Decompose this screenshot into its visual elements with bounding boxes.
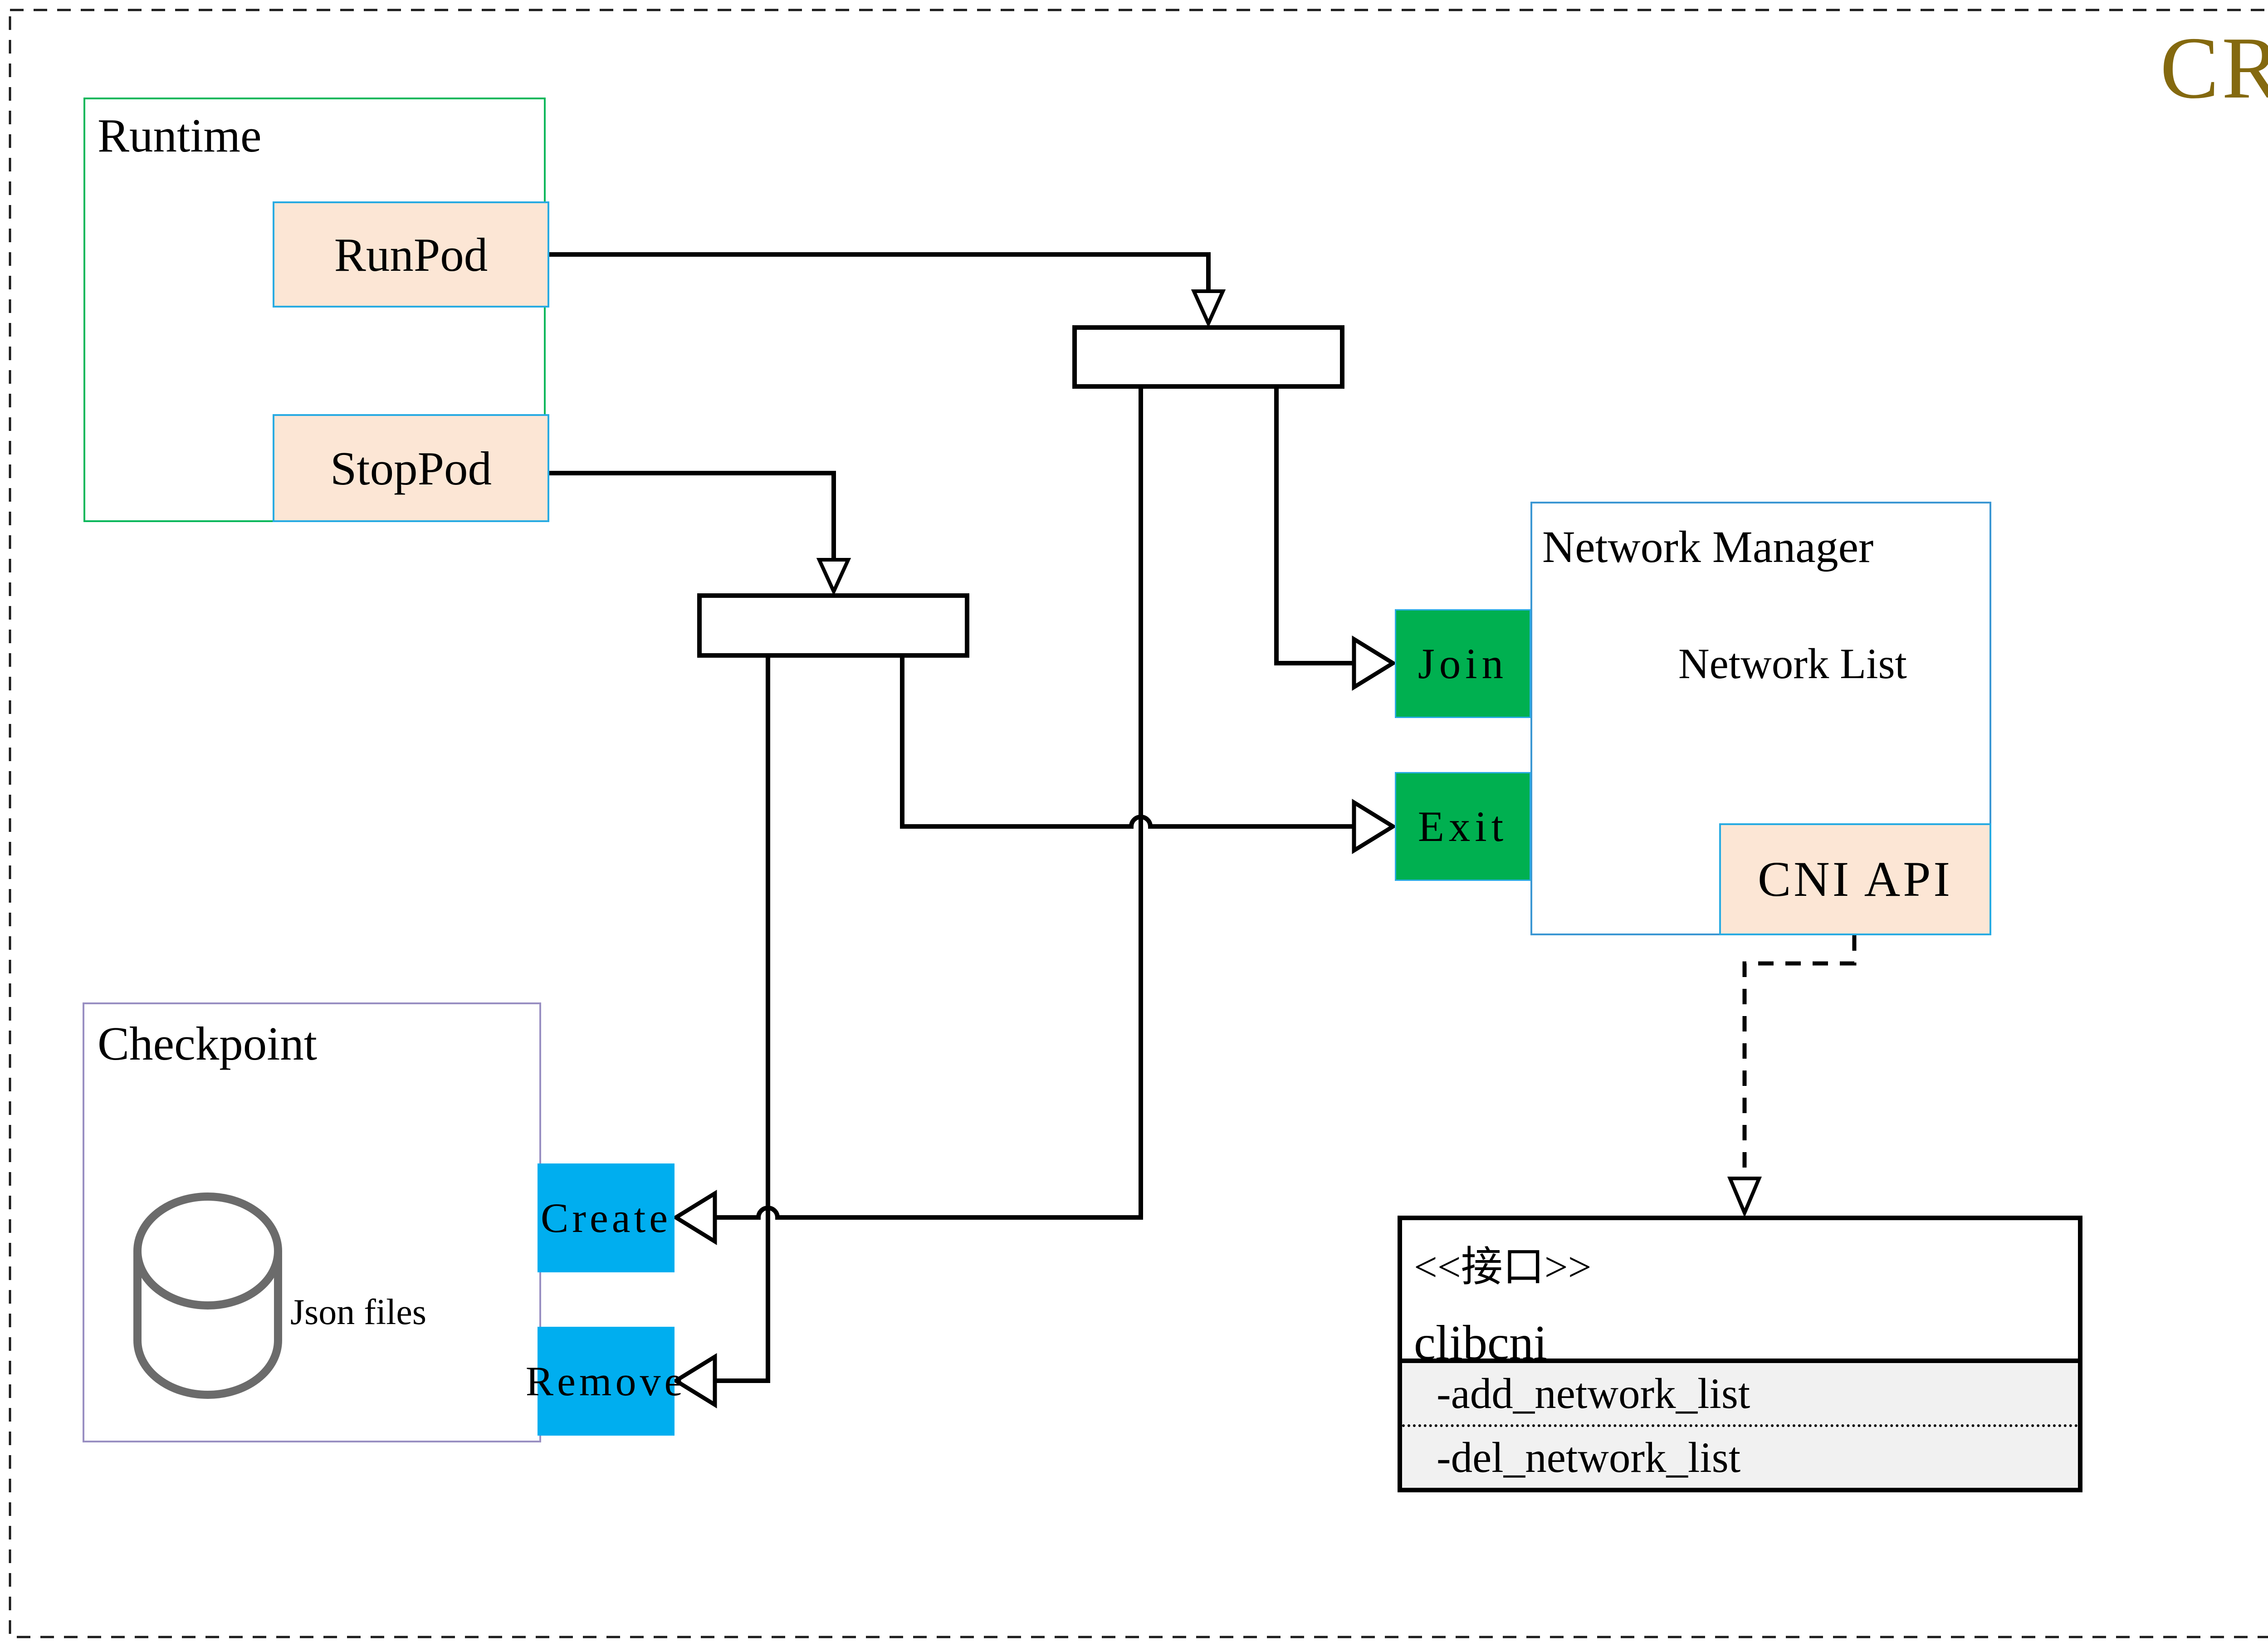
page-dashed-border xyxy=(9,9,2268,1638)
runpod-connector-line xyxy=(549,252,1211,291)
stoppod-connector-line xyxy=(549,471,836,560)
clibcni-method-del: -del_network_list xyxy=(1437,1433,1741,1481)
remove-connector-line xyxy=(715,657,770,1383)
create-label: Create xyxy=(540,1195,672,1241)
clibcni-name: clibcni xyxy=(1414,1316,1547,1370)
cni-api-box: CNI API xyxy=(1719,823,1991,935)
exit-button: Exit xyxy=(1395,772,1531,881)
cni-dependency-dashed-line xyxy=(1742,935,1857,1178)
stoppod-open-arrowhead-icon xyxy=(816,558,851,596)
json-files-database-top-icon xyxy=(133,1192,282,1310)
runpod-open-arrowhead-icon xyxy=(1191,289,1226,328)
remove-label: Remove xyxy=(525,1358,687,1404)
stoppod-label: StopPod xyxy=(330,441,492,495)
cni-api-label: CNI API xyxy=(1757,851,1953,907)
create-hollow-arrowhead-icon xyxy=(672,1189,717,1246)
runtime-label: Runtime xyxy=(98,109,262,162)
runpod-button: RunPod xyxy=(273,201,549,308)
remove-button: Remove xyxy=(526,1327,683,1436)
exit-connector-line xyxy=(900,657,1354,829)
clibcni-methods-section: -add_network_list -del_network_list xyxy=(1402,1363,2078,1488)
create-button: Create xyxy=(538,1163,675,1272)
runpod-label: RunPod xyxy=(334,228,488,281)
checkpoint-label: Checkpoint xyxy=(98,1017,318,1070)
create-connector-line xyxy=(715,389,1143,1220)
network-list-label: Network List xyxy=(1678,640,1907,688)
json-files-label: Json files xyxy=(290,1292,426,1332)
diagram-title: CRI xyxy=(2160,19,2268,117)
remove-hollow-arrowhead-icon xyxy=(672,1353,717,1409)
exit-hollow-arrowhead-icon xyxy=(1352,798,1397,855)
join-hollow-arrowhead-icon xyxy=(1352,635,1397,691)
clibcni-header: <<接口>> clibcni xyxy=(1402,1220,2078,1370)
clibcni-method-add: -add_network_list xyxy=(1402,1363,2078,1427)
exit-label: Exit xyxy=(1418,802,1508,850)
hub-box-top xyxy=(1072,325,1344,389)
join-button: Join xyxy=(1395,609,1531,718)
cni-dependency-arrowhead-icon xyxy=(1727,1177,1762,1218)
join-connector-line xyxy=(1274,389,1354,665)
stoppod-button: StopPod xyxy=(273,414,549,522)
clibcni-stereotype: <<接口>> xyxy=(1414,1244,1592,1290)
network-manager-label: Network Manager xyxy=(1542,522,1874,572)
hub-box-middle xyxy=(697,593,969,658)
join-label: Join xyxy=(1418,640,1508,688)
clibcni-interface-box: <<接口>> clibcni -add_network_list -del_ne… xyxy=(1398,1216,2082,1492)
